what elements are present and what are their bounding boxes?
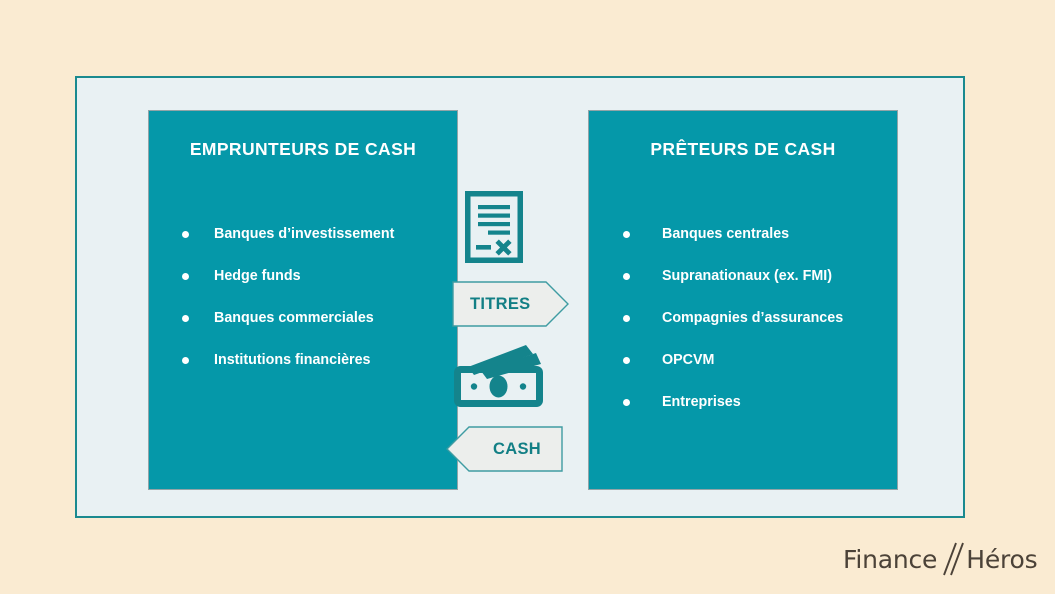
- brand-logo: Finance Héros: [843, 541, 1043, 577]
- list-item-label: Institutions financières: [214, 352, 371, 368]
- borrowers-panel-title: EMPRUNTEURS DE CASH: [189, 139, 417, 159]
- borrowers-panel: EMPRUNTEURS DE CASH Banques d’investisse…: [149, 111, 457, 489]
- bullet-icon: [623, 230, 630, 238]
- list-item: OPCVM: [589, 339, 897, 381]
- bullet-icon: [182, 272, 189, 280]
- brand-name-first: Finance: [843, 544, 938, 574]
- document-icon: [465, 191, 523, 263]
- diagram-frame: EMPRUNTEURS DE CASH Banques d’investisse…: [75, 76, 965, 518]
- list-item: Banques d’investissement: [149, 213, 457, 255]
- bullet-icon: [623, 356, 630, 364]
- bullet-icon: [182, 230, 189, 238]
- bullet-icon: [623, 314, 630, 322]
- bullet-icon: [623, 398, 630, 406]
- flow-column: TITRES CASH: [446, 111, 589, 489]
- list-item: Supranationaux (ex. FMI): [589, 255, 897, 297]
- arrow-left-shape: [446, 426, 563, 472]
- list-item-label: OPCVM: [662, 352, 715, 368]
- borrowers-list: Banques d’investissement Hedge funds Ban…: [149, 213, 457, 381]
- list-item-label: Banques centrales: [662, 226, 790, 242]
- brand-name-second: Héros: [966, 544, 1038, 574]
- cash-flow-arrow: CASH: [445, 426, 563, 472]
- lenders-panel: PRÊTEURS DE CASH Banques centrales Supra…: [589, 111, 897, 489]
- bullet-icon: [623, 272, 630, 280]
- list-item: Banques centrales: [589, 213, 897, 255]
- bullet-icon: [182, 314, 189, 322]
- list-item: Entreprises: [589, 381, 897, 423]
- list-item-label: Hedge funds: [214, 268, 301, 284]
- lenders-list: Banques centrales Supranationaux (ex. FM…: [589, 213, 897, 423]
- bullet-icon: [182, 356, 189, 364]
- titres-flow-arrow: TITRES: [452, 281, 570, 327]
- banknote-icon: [454, 345, 543, 407]
- list-item: Compagnies d’assurances: [589, 297, 897, 339]
- list-item-label: Banques d’investissement: [214, 226, 395, 242]
- list-item: Hedge funds: [149, 255, 457, 297]
- lenders-panel-title: PRÊTEURS DE CASH: [650, 139, 836, 159]
- list-item-label: Entreprises: [662, 394, 741, 410]
- double-slash-icon: [943, 542, 965, 576]
- list-item-label: Banques commerciales: [214, 310, 374, 326]
- list-item: Institutions financières: [149, 339, 457, 381]
- arrow-right-shape: [452, 281, 569, 327]
- list-item-label: Supranationaux (ex. FMI): [662, 268, 832, 284]
- list-item-label: Compagnies d’assurances: [662, 310, 844, 326]
- list-item: Banques commerciales: [149, 297, 457, 339]
